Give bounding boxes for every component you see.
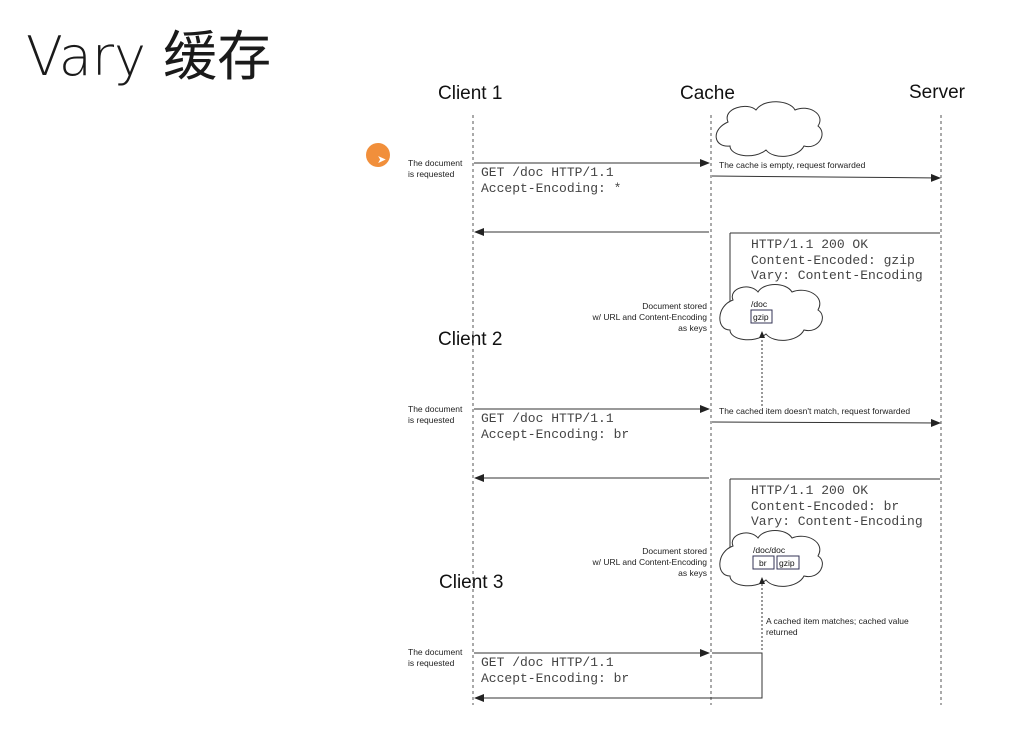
resp2-line1: HTTP/1.1 200 OK [751, 483, 868, 498]
resp1-line2: Content-Encoded: gzip [751, 253, 915, 268]
req3-line2: Accept-Encoding: br [481, 671, 629, 686]
doc-requested-1-line2: is requested [408, 169, 455, 179]
arrow-req1-cache-server [711, 173, 941, 182]
actor-cache: Cache [680, 83, 735, 104]
store2-path: /doc/doc [753, 545, 786, 555]
req2-line1: GET /doc HTTP/1.1 [481, 411, 614, 426]
cursor-highlight [366, 143, 390, 167]
doc-requested-2-line2: is requested [408, 415, 455, 425]
resp1-line3: Vary: Content-Encoding [751, 268, 923, 283]
actor-client3: Client 3 [439, 572, 503, 593]
doc-requested-3-line2: is requested [408, 658, 455, 668]
store2-key1: br [759, 558, 767, 568]
doc-requested-3-line1: The document [408, 647, 463, 657]
req1-line1: GET /doc HTTP/1.1 [481, 165, 614, 180]
store1-key-box [750, 309, 773, 324]
actor-server: Server [909, 82, 966, 103]
doc-requested-1-line1: The document [408, 158, 463, 168]
resp2-line2: Content-Encoded: br [751, 499, 899, 514]
req1-line2: Accept-Encoding: * [481, 181, 621, 196]
cache-cloud-top [715, 101, 823, 157]
stored1-line2: w/ URL and Content-Encoding [591, 312, 707, 322]
req3-line1: GET /doc HTTP/1.1 [481, 655, 614, 670]
store2-key1-box [752, 555, 775, 570]
arrow-resp3-cache-client [474, 652, 763, 702]
arrow-req2-cache-server [711, 418, 941, 427]
actor-client2: Client 2 [438, 329, 502, 350]
stored2-line3: as keys [678, 568, 707, 578]
stored2-line1: Document stored [642, 546, 707, 556]
match-note-line1: A cached item matches; cached value [766, 616, 909, 626]
doc-requested-2-line1: The document [408, 404, 463, 414]
stored2-line2: w/ URL and Content-Encoding [591, 557, 707, 567]
req2-line2: Accept-Encoding: br [481, 427, 629, 442]
no-match-note: The cached item doesn't match, request f… [719, 406, 910, 416]
resp1-line1: HTTP/1.1 200 OK [751, 237, 868, 252]
lifelines [472, 115, 942, 705]
stored1-line1: Document stored [642, 301, 707, 311]
store2-key2-box [776, 555, 800, 570]
actor-client1: Client 1 [438, 83, 502, 104]
resp2-line3: Vary: Content-Encoding [751, 514, 923, 529]
cursor-arrow-icon: ➤ [377, 153, 387, 166]
store1-path: /doc [751, 299, 768, 309]
store1-key: gzip [753, 312, 769, 322]
cache-empty-note: The cache is empty, request forwarded [719, 160, 866, 170]
store2-key2: gzip [779, 558, 795, 568]
slide-title: Vary 缓存 [26, 25, 272, 88]
stored1-line3: as keys [678, 323, 707, 333]
match-note-line2: returned [766, 627, 798, 637]
